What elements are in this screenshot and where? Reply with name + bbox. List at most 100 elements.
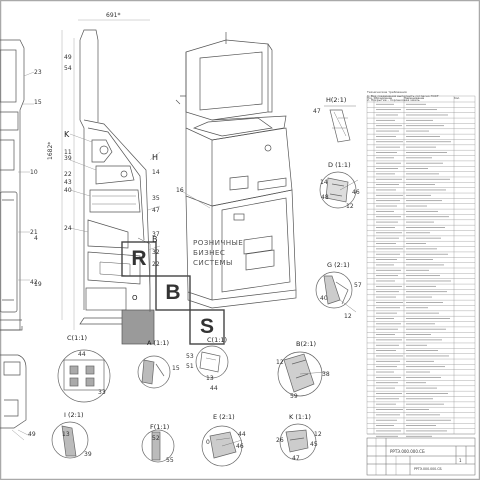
bom-row-text bbox=[376, 125, 402, 127]
logo-letter-s: S bbox=[199, 315, 214, 338]
bom-row-text bbox=[376, 366, 397, 368]
side-section-view bbox=[61, 19, 161, 345]
callout-number: 49 bbox=[28, 431, 36, 438]
bom-row-text bbox=[376, 307, 400, 309]
callout-number: 44 bbox=[210, 385, 218, 392]
callout-number: 22 bbox=[64, 171, 72, 178]
bom-row-text bbox=[406, 253, 448, 255]
side-letter-o: O bbox=[132, 294, 138, 302]
bom-row-text bbox=[406, 328, 446, 330]
isometric-kiosk bbox=[175, 32, 297, 309]
company-name-line-2: БИЗНЕС bbox=[193, 248, 226, 257]
callout-number: 23 bbox=[34, 69, 42, 76]
callout-number: 38 bbox=[322, 371, 330, 378]
view-label-a: A (1:1) bbox=[147, 339, 170, 347]
dimension-height: 1682* bbox=[47, 141, 54, 160]
detail-a bbox=[137, 355, 171, 389]
bom-row-text bbox=[406, 350, 438, 351]
bom-row-text bbox=[376, 334, 395, 335]
bom-row-text bbox=[376, 243, 396, 244]
bom-row-text bbox=[406, 216, 449, 218]
bom-row-text bbox=[376, 259, 397, 260]
callout-number: 47 bbox=[313, 108, 321, 115]
bom-row-text bbox=[376, 136, 396, 137]
bom-col-name: Наименование bbox=[404, 97, 425, 100]
view-label-k: K (1:1) bbox=[289, 413, 311, 421]
bom-row-text bbox=[406, 184, 435, 185]
bom-row-text bbox=[406, 259, 433, 260]
bom-row-text bbox=[406, 387, 437, 389]
dimension-width: 691* bbox=[106, 12, 121, 19]
bom-row-text bbox=[406, 291, 447, 293]
bom-col-pos: Поз. bbox=[367, 97, 373, 100]
callout-number: 39 bbox=[64, 155, 72, 162]
bom-row-text bbox=[406, 403, 444, 405]
bom-row-text bbox=[406, 103, 426, 105]
bom-row-text bbox=[406, 136, 440, 137]
callout-number: 15 bbox=[172, 365, 180, 372]
callout-number: 22 bbox=[152, 261, 160, 268]
bom-row-text bbox=[376, 237, 399, 239]
callout-number: 55 bbox=[166, 457, 174, 464]
callout-number: 48 bbox=[321, 194, 329, 201]
bom-row-text bbox=[376, 344, 399, 346]
bom-row-text bbox=[376, 162, 401, 164]
bom-row-text bbox=[376, 194, 403, 196]
sheet-number: 1 bbox=[459, 458, 462, 463]
bom-row-text bbox=[376, 419, 397, 421]
callout-number: 24 bbox=[64, 225, 72, 232]
detail-c bbox=[195, 345, 229, 379]
bom-row-text bbox=[406, 355, 449, 357]
bom-row-text bbox=[376, 103, 394, 105]
callout-number: 13 bbox=[206, 375, 214, 382]
bom-row-text bbox=[376, 275, 398, 277]
logo-box-r bbox=[121, 241, 157, 277]
bom-row-text bbox=[376, 296, 396, 298]
bom-row-text bbox=[406, 168, 428, 169]
bom-row-text bbox=[406, 232, 430, 234]
bom-row-text bbox=[376, 130, 399, 132]
bom-row-text bbox=[406, 435, 432, 437]
bom-row-text bbox=[406, 114, 448, 116]
bom-row-text bbox=[406, 307, 428, 309]
bom-row-text bbox=[376, 210, 394, 212]
footer-note: РРТЭ.000.000.СБ bbox=[414, 467, 442, 471]
bom-row-text bbox=[376, 398, 399, 400]
bom-row-text bbox=[406, 302, 443, 303]
bom-row-text bbox=[406, 194, 431, 196]
bom-row-text bbox=[376, 232, 402, 234]
bom-row-text bbox=[376, 318, 394, 319]
bom-row-text bbox=[406, 205, 427, 207]
document-number: РРТЭ.000.000.СБ bbox=[390, 449, 425, 454]
bom-row-text bbox=[406, 280, 451, 282]
bom-row-text bbox=[406, 119, 433, 121]
callout-number: 47 bbox=[292, 455, 300, 462]
bom-row-text bbox=[406, 210, 438, 212]
front-view-partial bbox=[0, 39, 35, 331]
view-label-i: I (2:1) bbox=[64, 411, 84, 419]
detail-e bbox=[201, 425, 243, 467]
requirements-line-2: 1. Все соединения выполнить согласно ГОС… bbox=[367, 94, 439, 98]
bom-row-text bbox=[376, 435, 398, 437]
detail-i bbox=[51, 421, 89, 459]
bom-row-text bbox=[376, 264, 394, 266]
bom-row-text bbox=[406, 141, 451, 143]
callout-number: 46 bbox=[236, 443, 244, 450]
bom-row-text bbox=[406, 125, 444, 127]
callout-number: 49 bbox=[64, 54, 72, 61]
bom-row-text bbox=[406, 318, 450, 319]
callout-number: 57 bbox=[354, 282, 362, 289]
bom-row-text bbox=[406, 419, 451, 421]
bom-row-text bbox=[406, 130, 429, 132]
bom-row-text bbox=[406, 275, 440, 277]
callout-number: 33 bbox=[98, 389, 106, 396]
callout-number: 10 bbox=[30, 169, 38, 176]
logo-box-s bbox=[189, 309, 225, 345]
bom-row-text bbox=[376, 269, 401, 271]
side-letter-k: K bbox=[64, 130, 70, 139]
bom-row-text bbox=[406, 398, 433, 400]
callout-number: 21 bbox=[30, 229, 38, 236]
bom-row-text bbox=[376, 403, 396, 405]
callout-number: 54 bbox=[64, 65, 72, 72]
